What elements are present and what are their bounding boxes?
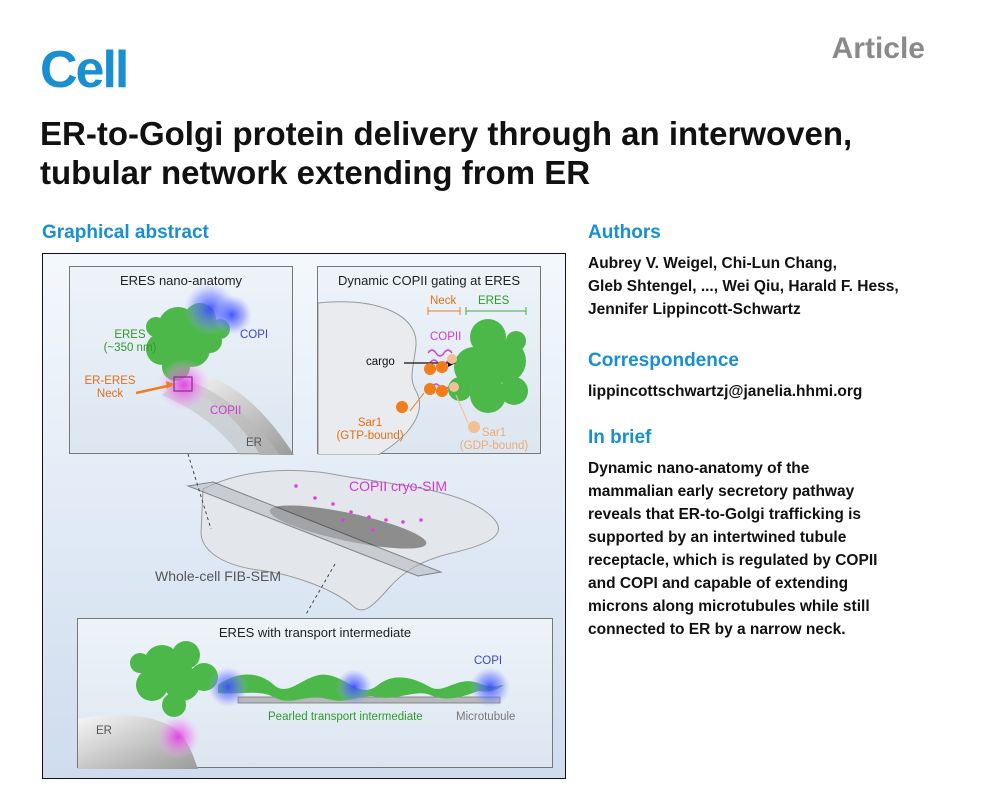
sar1-gtp-line-2: (GTP-bound) <box>336 430 404 442</box>
article-type: Article <box>831 32 925 65</box>
sar1-gdp-line-1: Sar1 <box>481 427 507 439</box>
slice-plane <box>186 481 443 577</box>
in-brief-heading: In brief <box>588 427 652 448</box>
in-brief-text: Dynamic nano-anatomy of the mammalian ea… <box>588 457 968 641</box>
eres-label: ERES (~350 nm) <box>102 329 158 355</box>
copi-glow-1 <box>208 667 248 707</box>
authors-line-3: Jennifer Lippincott-Schwartz <box>588 301 801 318</box>
panel1-art <box>135 283 294 455</box>
authors-line-1: Aubrey V. Weigel, Chi-Lun Chang, <box>588 255 837 272</box>
in-brief-line: receptacle, which is regulated by COPII <box>588 552 878 569</box>
copii-label: COPII <box>430 331 462 343</box>
in-brief-line: microns along microtubules while still <box>588 598 870 615</box>
pearled-label: Pearled transport intermediate <box>268 711 423 723</box>
sar1-gtp-label: Sar1 (GTP-bound) <box>324 417 416 443</box>
correspondence-email[interactable]: lippincottschwartzj@janelia.hhmi.org <box>588 383 863 400</box>
cell-nucleus <box>269 505 427 549</box>
neck-label-line-1: ER-ERES <box>84 375 136 387</box>
authors-line-2: Gleb Shtengel, ..., Wei Qiu, Harald F. H… <box>588 278 899 295</box>
eres-blob <box>448 319 528 413</box>
in-brief-line: mammalian early secretory pathway <box>588 483 855 500</box>
copi-glow-2 <box>336 669 372 705</box>
eres-size-text: (~350 nm) <box>103 342 157 354</box>
in-brief-line: Dynamic nano-anatomy of the <box>588 460 810 477</box>
cryo-sim-label: COPII cryo-SIM <box>349 478 448 494</box>
correspondence-heading: Correspondence <box>588 350 739 371</box>
sar1-gdp-label: Sar1 (GDP-bound) <box>448 427 540 453</box>
in-brief-line: reveals that ER-to-Golgi trafficking is <box>588 506 862 523</box>
panel3-title: ERES with transport intermediate <box>218 625 412 640</box>
panel3-art <box>78 641 510 769</box>
in-brief-line: connected to ER by a narrow neck. <box>588 621 846 638</box>
pearled-tubule <box>218 674 504 701</box>
panel2-art <box>318 301 528 455</box>
panel1-title: ERES nano-anatomy <box>119 273 243 288</box>
in-brief-line: supported by an intertwined tubule <box>588 529 847 546</box>
copi-glow-2 <box>212 295 252 335</box>
neck-label-line-2: Neck <box>96 388 124 400</box>
cargo-label: cargo <box>366 356 395 368</box>
sar1-gdp-line-2: (GDP-bound) <box>459 440 529 452</box>
fib-sem-label: Whole-cell FIB-SEM <box>155 568 282 584</box>
title-line-2: tubular network extending from ER <box>40 154 591 191</box>
journal-logo: Cell <box>40 41 129 99</box>
copii-label: COPII <box>210 405 242 417</box>
article-title: ER-to-Golgi protein delivery through an … <box>40 114 940 192</box>
graphical-abstract-heading: Graphical abstract <box>42 222 209 243</box>
panel2-title: Dynamic COPII gating at ERES <box>337 273 521 288</box>
eres-label-text: ERES <box>114 329 146 341</box>
panel-copii-gating: Dynamic COPII gating at ERES Neck ERES C… <box>317 266 541 455</box>
neck-label: Neck <box>430 295 457 307</box>
copi-glow-3 <box>470 667 510 707</box>
copi-label: COPI <box>240 329 269 341</box>
title-line-1: ER-to-Golgi protein delivery through an … <box>40 115 853 152</box>
microtubule-label: Microtubule <box>456 711 516 723</box>
authors-list: Aubrey V. Weigel, Chi-Lun Chang, Gleb Sh… <box>588 252 968 321</box>
panel-eres-nano-anatomy: ERES nano-anatomy ERES (~350 nm) COPI ER… <box>69 266 294 455</box>
graphical-abstract-figure: ERES nano-anatomy ERES (~350 nm) COPI ER… <box>42 253 566 779</box>
abstract-background-art <box>186 453 499 617</box>
copii-glow <box>156 715 200 759</box>
eres-blob <box>130 641 218 717</box>
er-label: ER <box>246 437 262 449</box>
copi-label: COPI <box>474 655 503 667</box>
copii-glow <box>158 359 210 411</box>
sar1-gtp-line-1: Sar1 <box>357 417 383 429</box>
er-membrane <box>318 301 421 455</box>
eres-label: ERES <box>478 295 510 307</box>
panel-transport-intermediate: ERES with transport intermediate COPI Pe… <box>77 618 553 769</box>
neck-label: ER-ERES Neck <box>84 375 136 401</box>
in-brief-line: and COPI and capable of extending <box>588 575 849 592</box>
er-label: ER <box>96 725 112 737</box>
authors-heading: Authors <box>588 222 661 243</box>
